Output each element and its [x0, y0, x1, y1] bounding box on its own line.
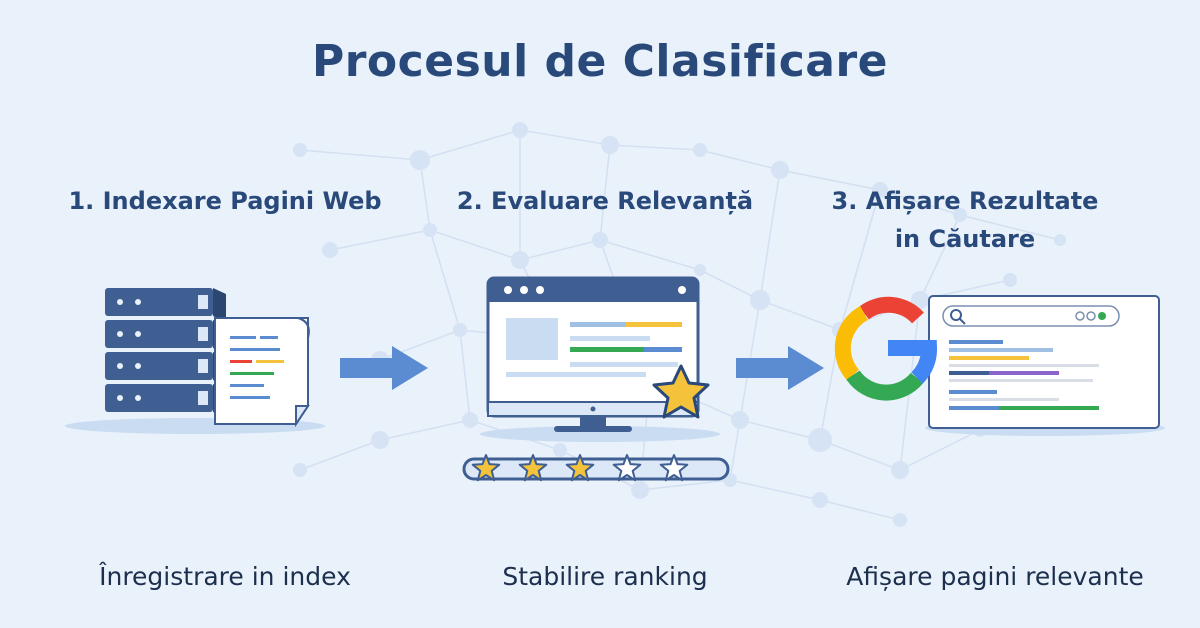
step-3-title-line1: 3. Afișare Rezultate — [831, 187, 1099, 215]
search-results-window-icon — [928, 295, 1160, 429]
step-1-title: 1. Indexare Pagini Web — [68, 187, 382, 215]
step-3-title-line2: in Căutare — [894, 225, 1036, 253]
star-rating-bar — [462, 454, 730, 482]
document-icon — [214, 317, 310, 428]
star-empty-icon — [612, 454, 642, 482]
step-2-caption: Stabilire ranking — [502, 562, 708, 591]
star-icon — [652, 364, 710, 419]
step-3-title: 3. Afișare Rezultate in Căutare — [790, 182, 1140, 258]
google-logo-icon — [834, 296, 937, 401]
star-filled-icon — [518, 454, 548, 482]
server-units — [105, 288, 226, 418]
step-3-caption: Afișare pagini relevante — [846, 562, 1144, 591]
search-icon — [950, 309, 966, 325]
monitor-icon — [480, 276, 720, 442]
arrow-right-icon — [340, 346, 428, 390]
search-results-illustration — [834, 295, 1165, 436]
server-stack-icon — [65, 288, 325, 434]
step-2-title: 2. Evaluare Relevanță — [456, 187, 754, 215]
star-filled-icon — [471, 454, 501, 482]
arrow-right-icon — [736, 346, 824, 390]
star-filled-icon — [565, 454, 595, 482]
page-title: Procesul de Clasificare — [311, 36, 889, 87]
step-1-caption: Înregistrare in index — [99, 562, 351, 591]
star-empty-icon — [659, 454, 689, 482]
